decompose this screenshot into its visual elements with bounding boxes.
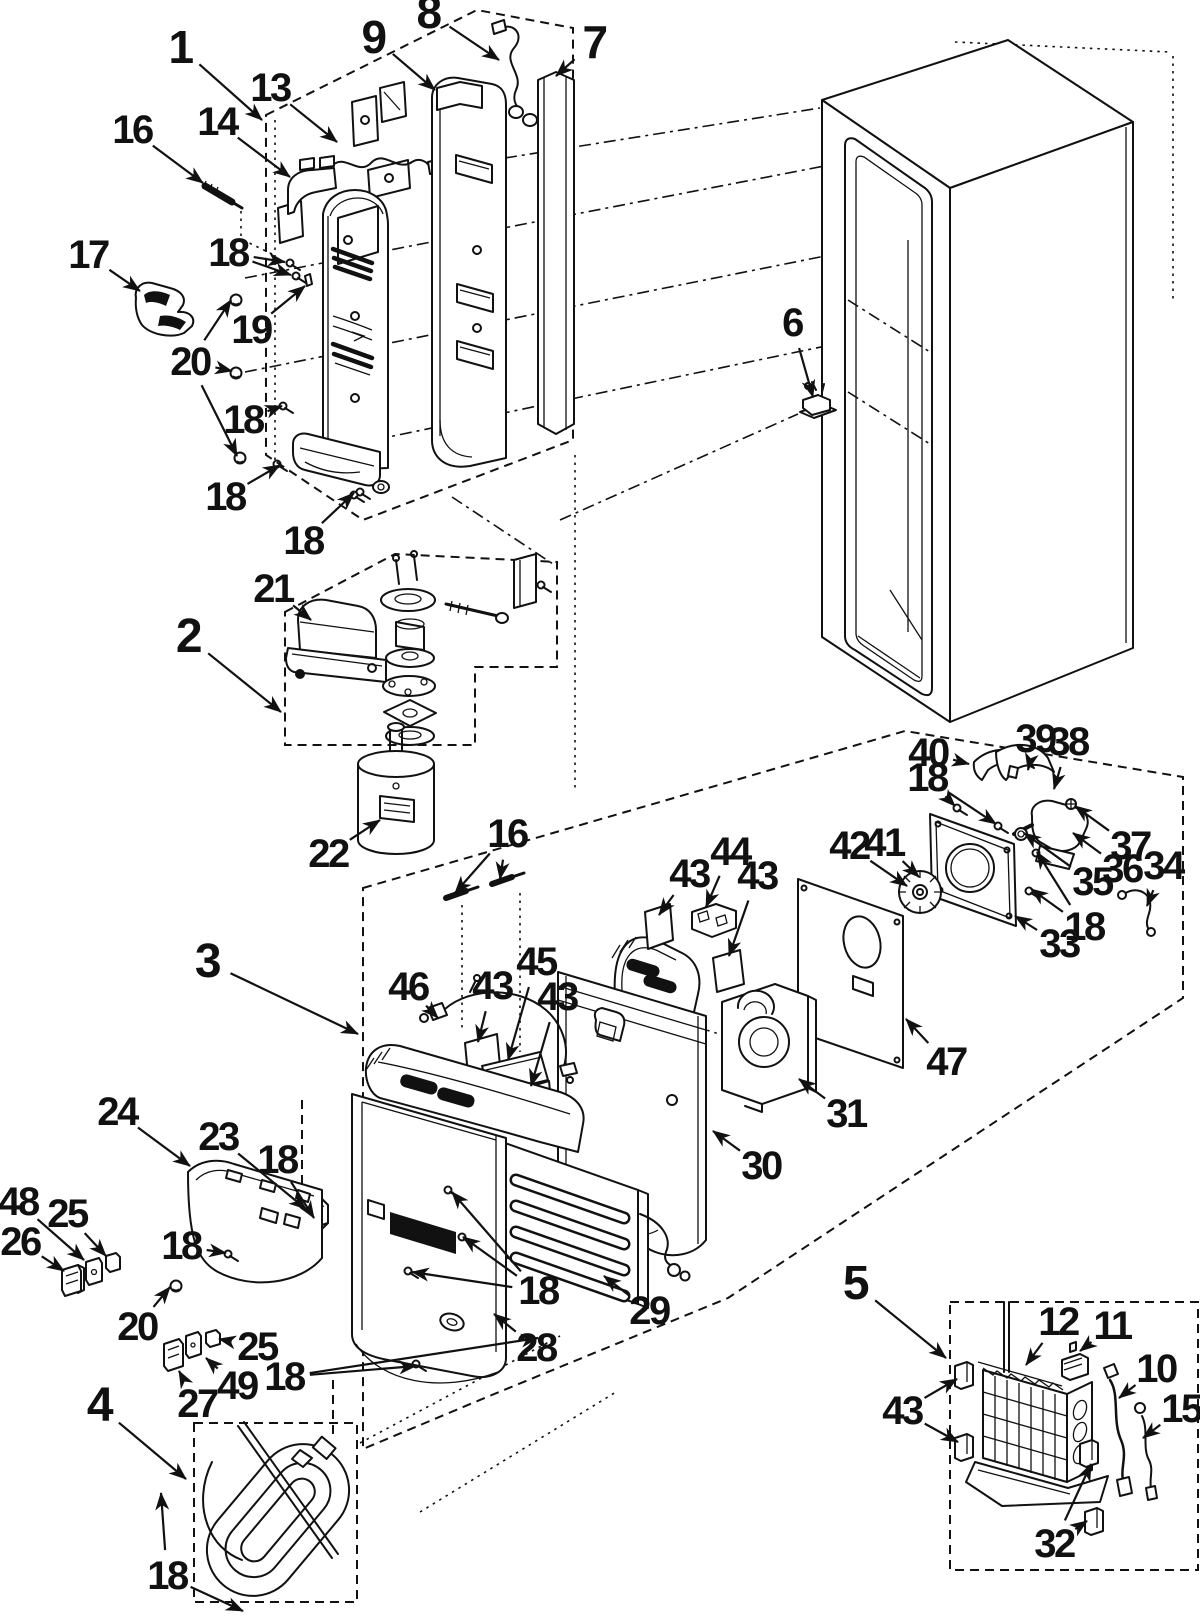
callout-22: 22 xyxy=(308,832,350,876)
callout-18: 18 xyxy=(283,519,325,563)
callout-10: 10 xyxy=(1136,1347,1178,1391)
insulator-43a xyxy=(644,903,674,950)
callout-18: 18 xyxy=(1064,905,1106,949)
evap-cover-28 xyxy=(351,1044,585,1384)
callout-25: 25 xyxy=(237,1325,279,1369)
callout-35: 35 xyxy=(1072,860,1114,904)
callout-40: 40 xyxy=(908,731,950,775)
section-4-box xyxy=(193,1422,358,1603)
callout-12: 12 xyxy=(1038,1300,1080,1344)
mount-43-top xyxy=(954,1361,974,1390)
mount-32-bottom xyxy=(1084,1507,1104,1536)
callout-36: 36 xyxy=(1102,847,1144,891)
callout-4: 4 xyxy=(86,1379,114,1432)
mount-32-top xyxy=(1079,1439,1099,1468)
callout-18: 18 xyxy=(264,1355,306,1399)
section-boxes xyxy=(193,8,1199,1603)
callout-28: 28 xyxy=(516,1326,558,1370)
callout-leader-lines xyxy=(36,25,1161,1612)
callout-21: 21 xyxy=(253,567,295,611)
fan-scroll-31 xyxy=(721,983,817,1113)
callout-18: 18 xyxy=(161,1224,203,1268)
callout-18: 18 xyxy=(205,475,247,519)
callout-25: 25 xyxy=(47,1192,89,1236)
callout-27: 27 xyxy=(177,1382,219,1426)
callout-18: 18 xyxy=(257,1138,299,1182)
callout-7: 7 xyxy=(582,16,608,68)
callout-5: 5 xyxy=(842,1257,870,1310)
wire-10 xyxy=(1103,1363,1133,1497)
callout-20: 20 xyxy=(170,340,212,384)
callout-19: 19 xyxy=(231,308,273,352)
callout-2: 2 xyxy=(175,610,203,663)
callout-11: 11 xyxy=(1093,1304,1133,1348)
callout-31: 31 xyxy=(826,1092,868,1136)
callout-29: 29 xyxy=(629,1289,671,1333)
callout-43: 43 xyxy=(737,854,779,898)
callout-18: 18 xyxy=(208,231,250,275)
callout-6: 6 xyxy=(782,301,804,345)
callout-17: 17 xyxy=(68,233,110,277)
sensor-wire-15 xyxy=(1134,1402,1158,1501)
callout-16: 16 xyxy=(112,108,154,152)
callout-8: 8 xyxy=(416,0,442,38)
callout-43: 43 xyxy=(472,964,514,1008)
dispenser-lever-17 xyxy=(134,281,195,337)
mount-43-bottom xyxy=(954,1433,974,1462)
callout-24: 24 xyxy=(97,1090,139,1134)
callout-44: 44 xyxy=(710,830,752,874)
callout-16: 16 xyxy=(487,812,529,856)
callout-26: 26 xyxy=(0,1220,42,1264)
callout-37: 37 xyxy=(1110,824,1152,868)
callout-1: 1 xyxy=(168,21,194,73)
evaporator-assembly-5 xyxy=(954,1301,1158,1536)
callout-18: 18 xyxy=(518,1269,560,1313)
callout-30: 30 xyxy=(741,1144,783,1188)
callout-49: 49 xyxy=(217,1364,259,1408)
evaporator-cover-assembly xyxy=(61,743,1156,1384)
callout-43: 43 xyxy=(882,1389,924,1433)
thermal-fuse-11 xyxy=(1061,1341,1089,1381)
callout-34: 34 xyxy=(1143,844,1185,888)
callout-18: 18 xyxy=(223,398,265,442)
callout-18: 18 xyxy=(907,756,949,800)
callout-15: 15 xyxy=(1161,1387,1200,1431)
callout-47: 47 xyxy=(926,1040,968,1084)
small-parts-cluster xyxy=(61,1249,239,1372)
callout-39: 39 xyxy=(1015,717,1057,761)
screws-16-lower xyxy=(443,871,526,901)
bracket-44 xyxy=(691,903,737,938)
section-5-box xyxy=(949,1301,1199,1571)
callout-23: 23 xyxy=(198,1115,240,1159)
callout-38: 38 xyxy=(1048,720,1090,764)
callout-33: 33 xyxy=(1039,922,1081,966)
section-1-box xyxy=(265,8,574,522)
callout-43: 43 xyxy=(537,975,579,1019)
callout-14: 14 xyxy=(197,100,239,144)
screw-16 xyxy=(201,180,244,210)
insulation-panel-47 xyxy=(797,878,904,1069)
callout-46: 46 xyxy=(388,965,430,1009)
fan-blade-41 xyxy=(898,870,942,914)
callout-13: 13 xyxy=(250,66,292,110)
callout-32: 32 xyxy=(1034,1522,1076,1566)
callout-48: 48 xyxy=(0,1180,40,1224)
callout-43: 43 xyxy=(669,852,711,896)
callout-41: 41 xyxy=(864,821,906,865)
callout-42: 42 xyxy=(829,824,871,868)
callout-45: 45 xyxy=(516,940,558,984)
dispenser-assembly xyxy=(134,19,575,503)
section-2-box xyxy=(284,552,558,746)
defrost-heater-4 xyxy=(202,1421,351,1597)
callout-3: 3 xyxy=(194,935,222,988)
section-3-box xyxy=(362,729,1184,1451)
insulator-43b xyxy=(712,949,745,993)
callout-9: 9 xyxy=(361,11,387,63)
callout-18: 18 xyxy=(147,1554,189,1598)
cabinet xyxy=(821,39,1134,723)
callout-20: 20 xyxy=(117,1305,159,1349)
dispenser-tower xyxy=(287,155,390,494)
